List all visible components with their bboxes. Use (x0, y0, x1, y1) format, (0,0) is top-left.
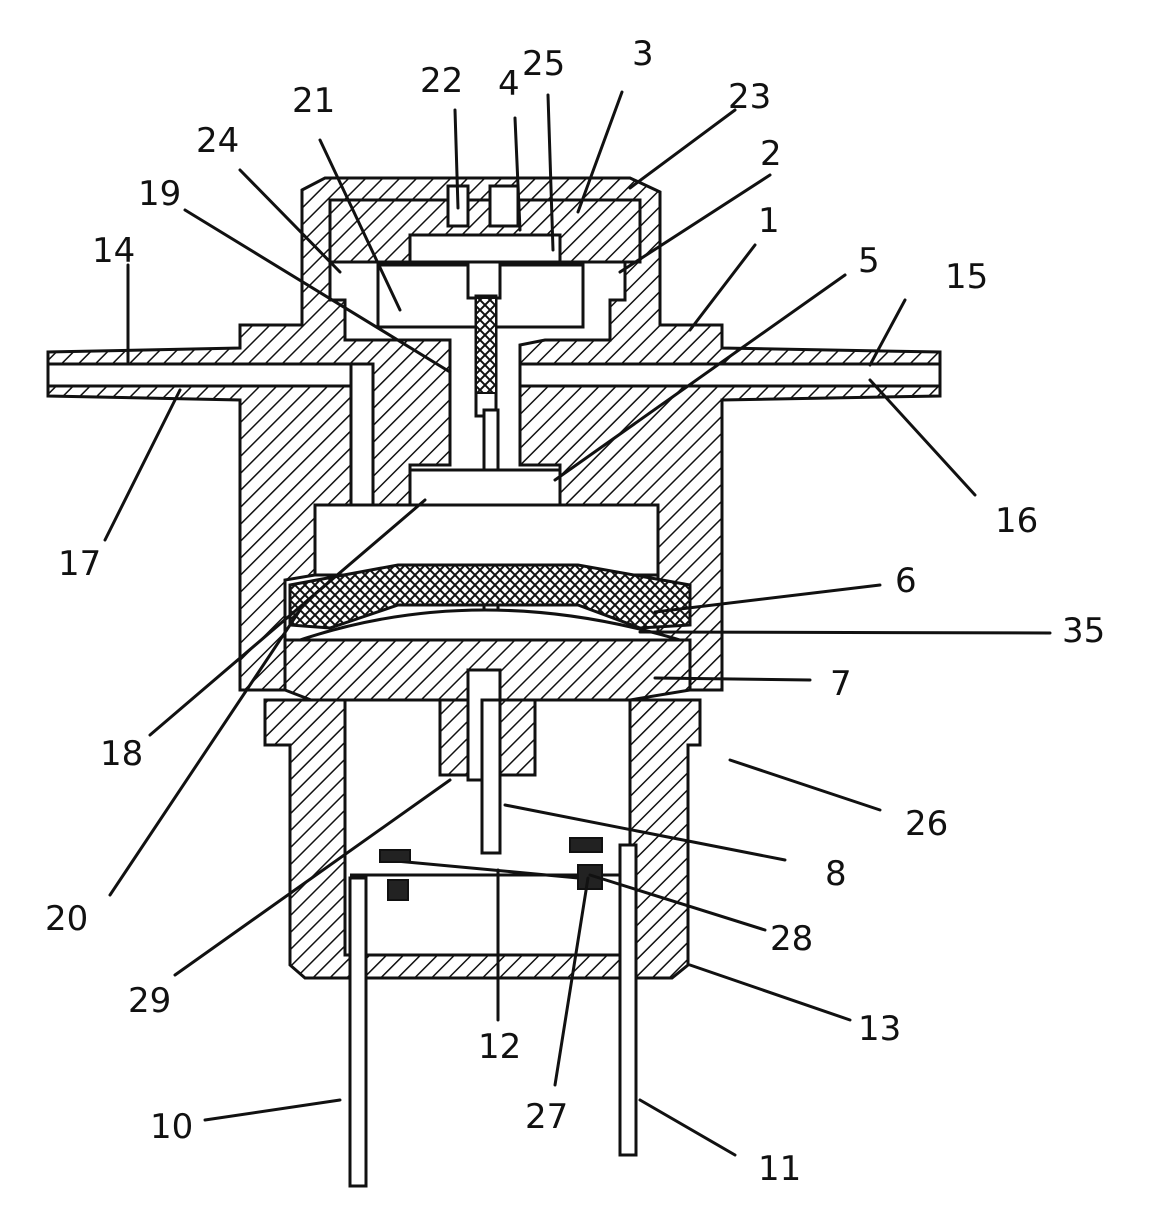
leader-lines (103, 90, 1052, 1157)
inlet-channel-left (46, 362, 375, 511)
label-7: 7 (830, 664, 852, 704)
top-cover (328, 184, 642, 264)
label-16: 16 (995, 501, 1038, 541)
label-18: 18 (100, 734, 143, 774)
label-29: 29 (128, 981, 171, 1021)
label-5: 5 (858, 241, 880, 281)
label-24: 24 (196, 121, 239, 161)
label-26: 26 (905, 804, 948, 844)
reference-labels: 14 17 24 19 21 22 4 25 3 23 2 1 5 15 16 … (45, 34, 1105, 1189)
label-23: 23 (728, 77, 771, 117)
terminal-pins (348, 843, 638, 1188)
label-21: 21 (292, 81, 335, 121)
label-22: 22 (420, 61, 463, 101)
label-12: 12 (478, 1027, 521, 1067)
label-6: 6 (895, 561, 917, 601)
rod-lower-end (480, 698, 502, 855)
label-1: 1 (758, 201, 780, 241)
label-17: 17 (58, 544, 101, 584)
label-3: 3 (632, 34, 654, 74)
label-14: 14 (92, 231, 135, 271)
label-10: 10 (150, 1107, 193, 1147)
label-35: 35 (1062, 611, 1105, 651)
label-19: 19 (138, 174, 181, 214)
label-2: 2 (760, 134, 782, 174)
label-11: 11 (758, 1149, 801, 1189)
bottom-plate (364, 953, 622, 980)
label-4: 4 (498, 64, 520, 104)
label-25: 25 (522, 44, 565, 84)
label-27: 27 (525, 1097, 568, 1137)
label-20: 20 (45, 899, 88, 939)
label-15: 15 (945, 257, 988, 297)
label-8: 8 (825, 854, 847, 894)
outlet-channel-right (518, 362, 942, 388)
label-13: 13 (858, 1009, 901, 1049)
label-28: 28 (770, 919, 813, 959)
